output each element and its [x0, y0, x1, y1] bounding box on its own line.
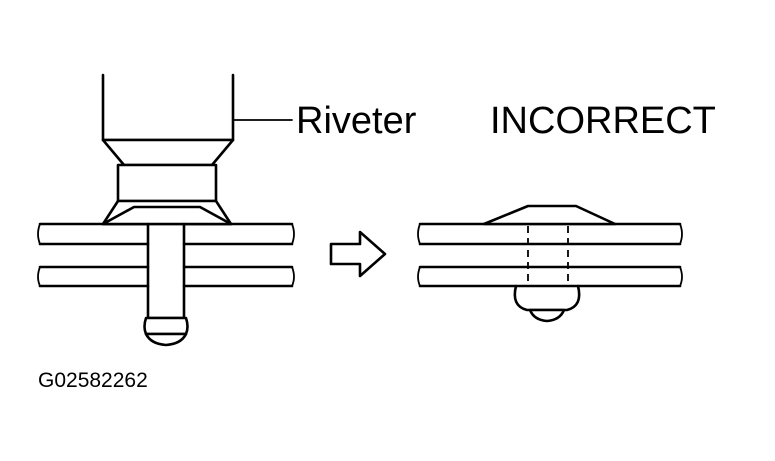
figure-id: G02582262	[38, 369, 148, 392]
before-assembly	[37, 73, 295, 347]
riveter-label: Riveter	[296, 100, 417, 142]
left-rivet-body	[146, 222, 186, 320]
left-plates	[37, 222, 295, 288]
right-plates	[417, 222, 683, 288]
right-rivet-head	[482, 204, 617, 226]
right-arrow-icon	[329, 230, 387, 278]
riveter-tool	[101, 73, 235, 226]
incorrect-label: INCORRECT	[490, 100, 716, 142]
right-rivet-body-hidden	[527, 226, 569, 286]
left-mandrel-head	[143, 316, 189, 347]
right-rivet-tail	[513, 284, 581, 323]
after-assembly	[417, 204, 683, 323]
left-rivet-head	[101, 205, 233, 226]
